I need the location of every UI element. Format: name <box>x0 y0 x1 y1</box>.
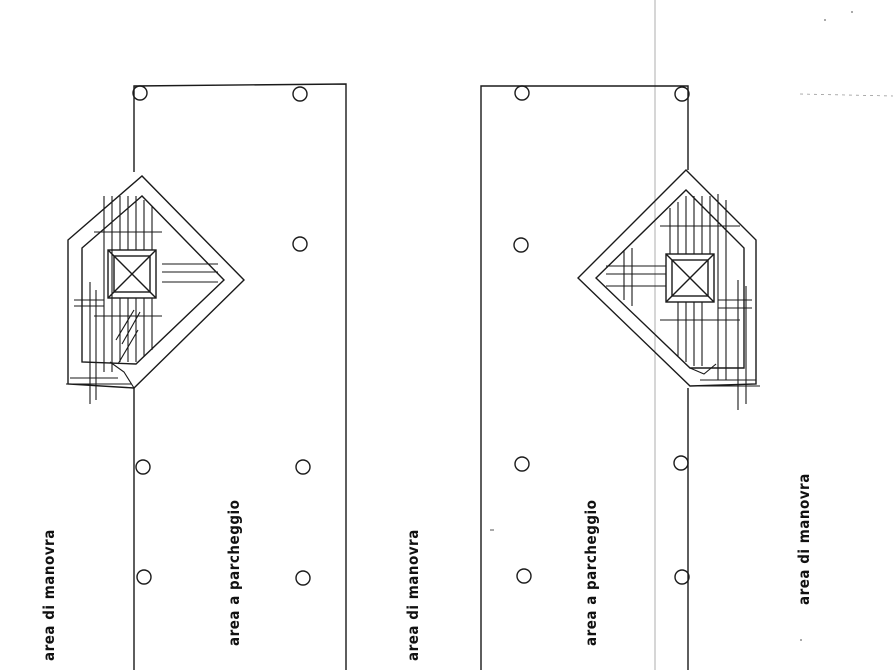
left-parking-area-label: area a parcheggio <box>225 499 243 646</box>
center-maneuver-area-label: area di manovra <box>404 529 422 661</box>
scan-guide-lines <box>654 0 893 670</box>
center-parking-bay <box>480 85 690 670</box>
column-markers-center <box>513 85 690 585</box>
center-parking-area-label: area a parcheggio <box>582 499 600 646</box>
right-maneuver-area-label: area di manovra <box>795 473 813 605</box>
left-stair-core <box>66 175 245 404</box>
scan-specks <box>490 11 853 641</box>
left-maneuver-area-label: area di manovra <box>40 529 58 661</box>
column-markers-left <box>132 85 311 586</box>
right-stair-core <box>577 169 760 410</box>
left-parking-bay <box>132 83 347 670</box>
